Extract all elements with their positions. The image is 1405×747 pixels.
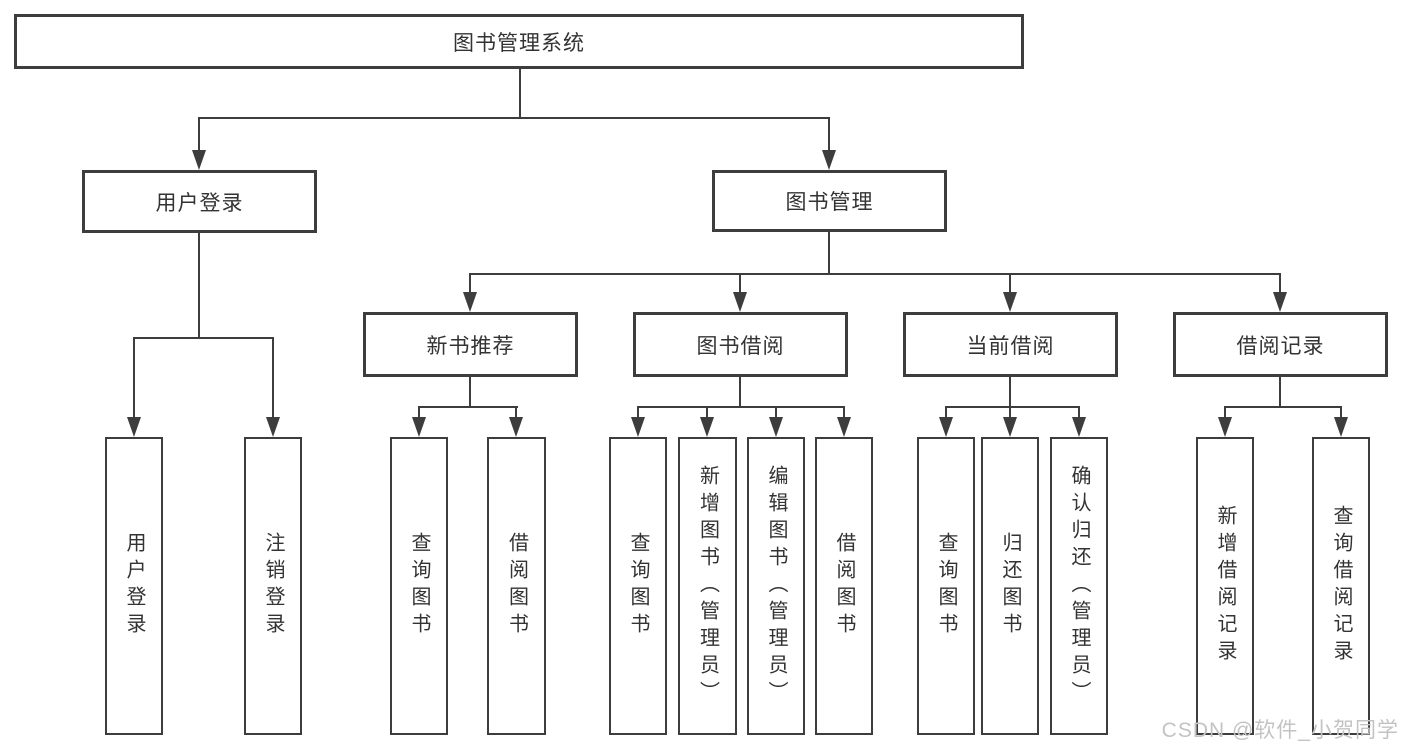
- connector-to-bb-query: [637, 406, 639, 419]
- connector-records-trunk: [1279, 377, 1281, 408]
- connector-to-book-borrowing: [739, 273, 741, 294]
- leaf-cb-confirm-return-admin: 确认归还（管理员）: [1050, 437, 1108, 735]
- connector-borrowing-trunk: [739, 377, 741, 408]
- arrowhead-new-book-recommend: [463, 292, 477, 312]
- leaf-bb-borrow-books: 借阅图书: [815, 437, 873, 735]
- connector-split-records: [1224, 406, 1341, 408]
- node-user-login: 用户登录: [82, 170, 317, 233]
- connector-split-level1: [198, 117, 830, 119]
- arrowhead-rec-query: [412, 417, 426, 437]
- leaf-logout-label: 注销登录: [262, 532, 284, 640]
- arrowhead-bb-add: [700, 417, 714, 437]
- node-user-login-label: 用户登录: [155, 191, 244, 215]
- connector-to-bb-borrow: [843, 406, 845, 419]
- leaf-cb-return-books: 归还图书: [981, 437, 1039, 735]
- arrowhead-cb-query: [939, 417, 953, 437]
- arrowhead-book-borrowing: [733, 292, 747, 312]
- connector-book-management-trunk: [828, 232, 830, 275]
- connector-to-user-login: [198, 117, 200, 152]
- connector-to-bb-add: [706, 406, 708, 419]
- leaf-bb-borrow-books-label: 借阅图书: [833, 532, 855, 640]
- node-book-management-label: 图书管理: [785, 191, 874, 214]
- connector-to-cb-confirm: [1078, 406, 1080, 419]
- node-book-management: 图书管理: [712, 170, 947, 232]
- leaf-br-add-record: 新增借阅记录: [1196, 437, 1254, 735]
- node-library-system: 图书管理系统: [14, 14, 1024, 69]
- node-current-borrowing: 当前借阅: [903, 312, 1118, 377]
- connector-split-borrowing: [637, 406, 845, 408]
- connector-split-current: [945, 406, 1080, 408]
- connector-to-cb-return: [1009, 406, 1011, 419]
- leaf-cb-query-books: 查询图书: [917, 437, 975, 735]
- connector-to-current-borrowing: [1009, 273, 1011, 294]
- connector-root-trunk: [519, 69, 521, 119]
- leaf-bb-query-books-label: 查询图书: [627, 532, 649, 640]
- arrowhead-bb-query: [631, 417, 645, 437]
- leaf-cb-return-books-label: 归还图书: [999, 532, 1021, 640]
- connector-current-trunk: [1009, 377, 1011, 408]
- leaf-br-add-record-label: 新增借阅记录: [1214, 505, 1236, 667]
- leaf-logout: 注销登录: [244, 437, 302, 735]
- connector-to-cb-query: [945, 406, 947, 419]
- node-book-borrowing-label: 图书借阅: [696, 334, 785, 358]
- node-new-book-recommend-label: 新书推荐: [426, 334, 515, 358]
- connector-to-rec-query: [418, 406, 420, 419]
- node-current-borrowing-label: 当前借阅: [966, 334, 1055, 358]
- leaf-rec-borrow-books-label: 借阅图书: [505, 532, 528, 640]
- connector-split-recommend: [418, 406, 518, 408]
- node-new-book-recommend: 新书推荐: [363, 312, 578, 377]
- connector-recommend-trunk: [469, 377, 471, 408]
- arrowhead-bb-edit: [769, 417, 783, 437]
- leaf-user-login: 用户登录: [105, 437, 163, 735]
- leaf-rec-borrow-books: 借阅图书: [487, 437, 546, 735]
- arrowhead-br-add: [1218, 417, 1232, 437]
- connector-split-level2: [469, 273, 1281, 275]
- arrowhead-borrowing-records: [1273, 292, 1287, 312]
- arrowhead-bb-borrow: [837, 417, 851, 437]
- arrowhead-leaf-user-login: [127, 417, 141, 437]
- connector-to-br-query: [1340, 406, 1342, 419]
- csdn-watermark: CSDN @软件_小贺同学: [1161, 719, 1399, 742]
- arrowhead-leaf-logout: [266, 417, 280, 437]
- leaf-bb-query-books: 查询图书: [609, 437, 667, 735]
- arrowhead-cb-return: [1003, 417, 1017, 437]
- leaf-br-query-record: 查询借阅记录: [1312, 437, 1370, 735]
- node-library-system-label: 图书管理系统: [453, 31, 585, 55]
- leaf-cb-confirm-return-admin-label: 确认归还（管理员）: [1068, 464, 1090, 708]
- arrowhead-book-management: [822, 150, 836, 170]
- arrowhead-user-login: [192, 150, 206, 170]
- leaf-bb-edit-books-admin-label: 编辑图书（管理员）: [765, 464, 787, 708]
- arrowhead-current-borrowing: [1003, 292, 1017, 312]
- node-borrowing-records-label: 借阅记录: [1236, 334, 1325, 358]
- leaf-cb-query-books-label: 查询图书: [935, 532, 957, 640]
- connector-split-user-login: [133, 337, 274, 339]
- connector-to-rec-borrow: [515, 406, 517, 419]
- connector-to-leaf-user-login: [133, 337, 135, 419]
- connector-user-login-trunk: [198, 233, 200, 339]
- connector-to-leaf-logout: [272, 337, 274, 419]
- leaf-rec-query-books: 查询图书: [390, 437, 448, 735]
- connector-to-bb-edit: [775, 406, 777, 419]
- leaf-bb-add-books-admin-label: 新增图书（管理员）: [696, 464, 719, 708]
- node-book-borrowing: 图书借阅: [633, 312, 848, 377]
- leaf-br-query-record-label: 查询借阅记录: [1330, 505, 1352, 667]
- arrowhead-rec-borrow: [509, 417, 523, 437]
- connector-to-borrowing-records: [1279, 273, 1281, 294]
- leaf-rec-query-books-label: 查询图书: [408, 532, 430, 640]
- leaf-bb-add-books-admin: 新增图书（管理员）: [678, 437, 737, 735]
- node-borrowing-records: 借阅记录: [1173, 312, 1388, 377]
- leaf-user-login-label: 用户登录: [123, 532, 145, 640]
- arrowhead-br-query: [1334, 417, 1348, 437]
- connector-to-new-book-recommend: [469, 273, 471, 294]
- connector-to-book-management: [828, 117, 830, 152]
- leaf-bb-edit-books-admin: 编辑图书（管理员）: [747, 437, 805, 735]
- arrowhead-cb-confirm: [1072, 417, 1086, 437]
- connector-to-br-add: [1224, 406, 1226, 419]
